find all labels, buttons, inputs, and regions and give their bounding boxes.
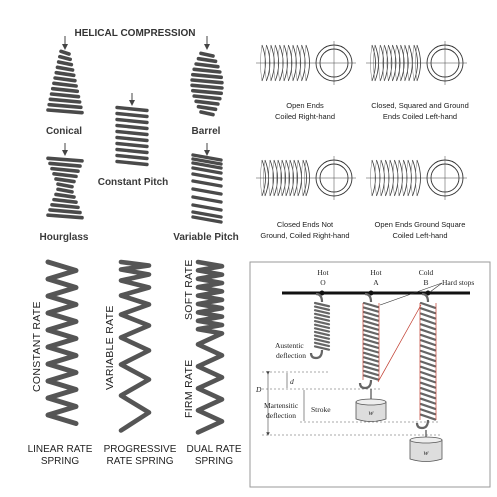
linear-caption-1: LINEAR RATE — [28, 444, 93, 455]
d-big-label: D — [255, 385, 262, 394]
end4-line1: Open Ends Ground Square — [375, 220, 466, 229]
end4-line2: Coiled Left-hand — [392, 231, 447, 240]
compression-title: HELICAL COMPRESSION — [75, 28, 196, 39]
o-label: O — [320, 278, 326, 287]
sma-springs — [309, 292, 437, 438]
weight-1 — [355, 401, 387, 422]
b-label: B — [423, 278, 428, 287]
conical-spring-icon — [46, 49, 84, 115]
end1-line1: Open Ends — [286, 101, 324, 110]
sma-spring-panel: Hot O Hot A Cold B Hard stops Austentic … — [249, 261, 491, 488]
hot-label-1: Hot — [317, 268, 329, 277]
progressive-caption-1: PROGRESSIVE — [104, 444, 177, 455]
conical-label: Conical — [46, 126, 82, 137]
linear-caption-2: SPRING — [41, 456, 80, 467]
dual-caption-1: DUAL RATE — [186, 444, 241, 455]
d-small-label: d — [290, 377, 294, 386]
austentic-line1: Austentic — [275, 341, 304, 350]
variable-rate-label: VARIABLE RATE — [104, 305, 116, 390]
end2-line1: Closed, Squared and Ground — [371, 101, 469, 110]
linear-rate-spring-icon — [45, 259, 79, 426]
constant-pitch-label: Constant Pitch — [98, 177, 169, 188]
hot-label-2: Hot — [370, 268, 382, 277]
weight-1-label: w — [368, 408, 373, 417]
variable-pitch-label: Variable Pitch — [173, 232, 239, 243]
hourglass-label: Hourglass — [40, 232, 89, 243]
dual-caption-2: SPRING — [195, 456, 234, 467]
helical-compression-panel: HELICAL COMPRESSION Conical Barrel Const… — [40, 28, 239, 243]
closed-squared-ground-left-hand-spring-icon — [366, 41, 467, 85]
dual-rate-spring-icon — [195, 259, 225, 435]
end-types-panel: Open Ends Coiled Right-hand Closed, Squa… — [256, 41, 469, 240]
martensitic-line1: Martensitic — [264, 401, 299, 410]
hourglass-spring-icon — [46, 156, 84, 220]
soft-rate-label: SOFT RATE — [183, 259, 195, 320]
cold-label: Cold — [419, 268, 434, 277]
hard-stops-label: Hard stops — [442, 278, 474, 287]
austentic-line2: deflection — [276, 351, 306, 360]
end3-line1: Closed Ends Not — [277, 220, 334, 229]
closed-not-ground-right-hand-spring-icon — [256, 156, 356, 200]
pin-o — [319, 290, 325, 296]
pin-a — [368, 290, 374, 296]
weight-2-label: w — [423, 448, 428, 457]
martensitic-line2: deflection — [266, 411, 296, 420]
firm-rate-label: FIRM RATE — [183, 359, 195, 418]
progressive-caption-2: RATE SPRING — [106, 456, 173, 467]
progressive-rate-spring-icon — [118, 259, 152, 433]
weight-2 — [409, 439, 443, 462]
open-ground-square-left-hand-spring-icon — [366, 156, 467, 200]
constant-rate-label: CONSTANT RATE — [31, 301, 43, 392]
open-ends-right-hand-spring-icon — [256, 41, 356, 85]
stroke-label: Stroke — [311, 405, 331, 414]
pin-b — [425, 290, 431, 296]
a-label: A — [373, 278, 379, 287]
barrel-label: Barrel — [192, 126, 221, 137]
variable-pitch-spring-icon — [191, 153, 223, 224]
barrel-spring-icon — [190, 51, 224, 117]
end1-line2: Coiled Right-hand — [275, 112, 335, 121]
spring-rates-panel: CONSTANT RATE VARIABLE RATE SOFT RATE FI… — [28, 259, 242, 467]
constant-pitch-spring-icon — [115, 105, 149, 167]
end2-line2: Ends Coiled Left-hand — [383, 112, 457, 121]
end3-line2: Ground, Coiled Right-hand — [260, 231, 349, 240]
